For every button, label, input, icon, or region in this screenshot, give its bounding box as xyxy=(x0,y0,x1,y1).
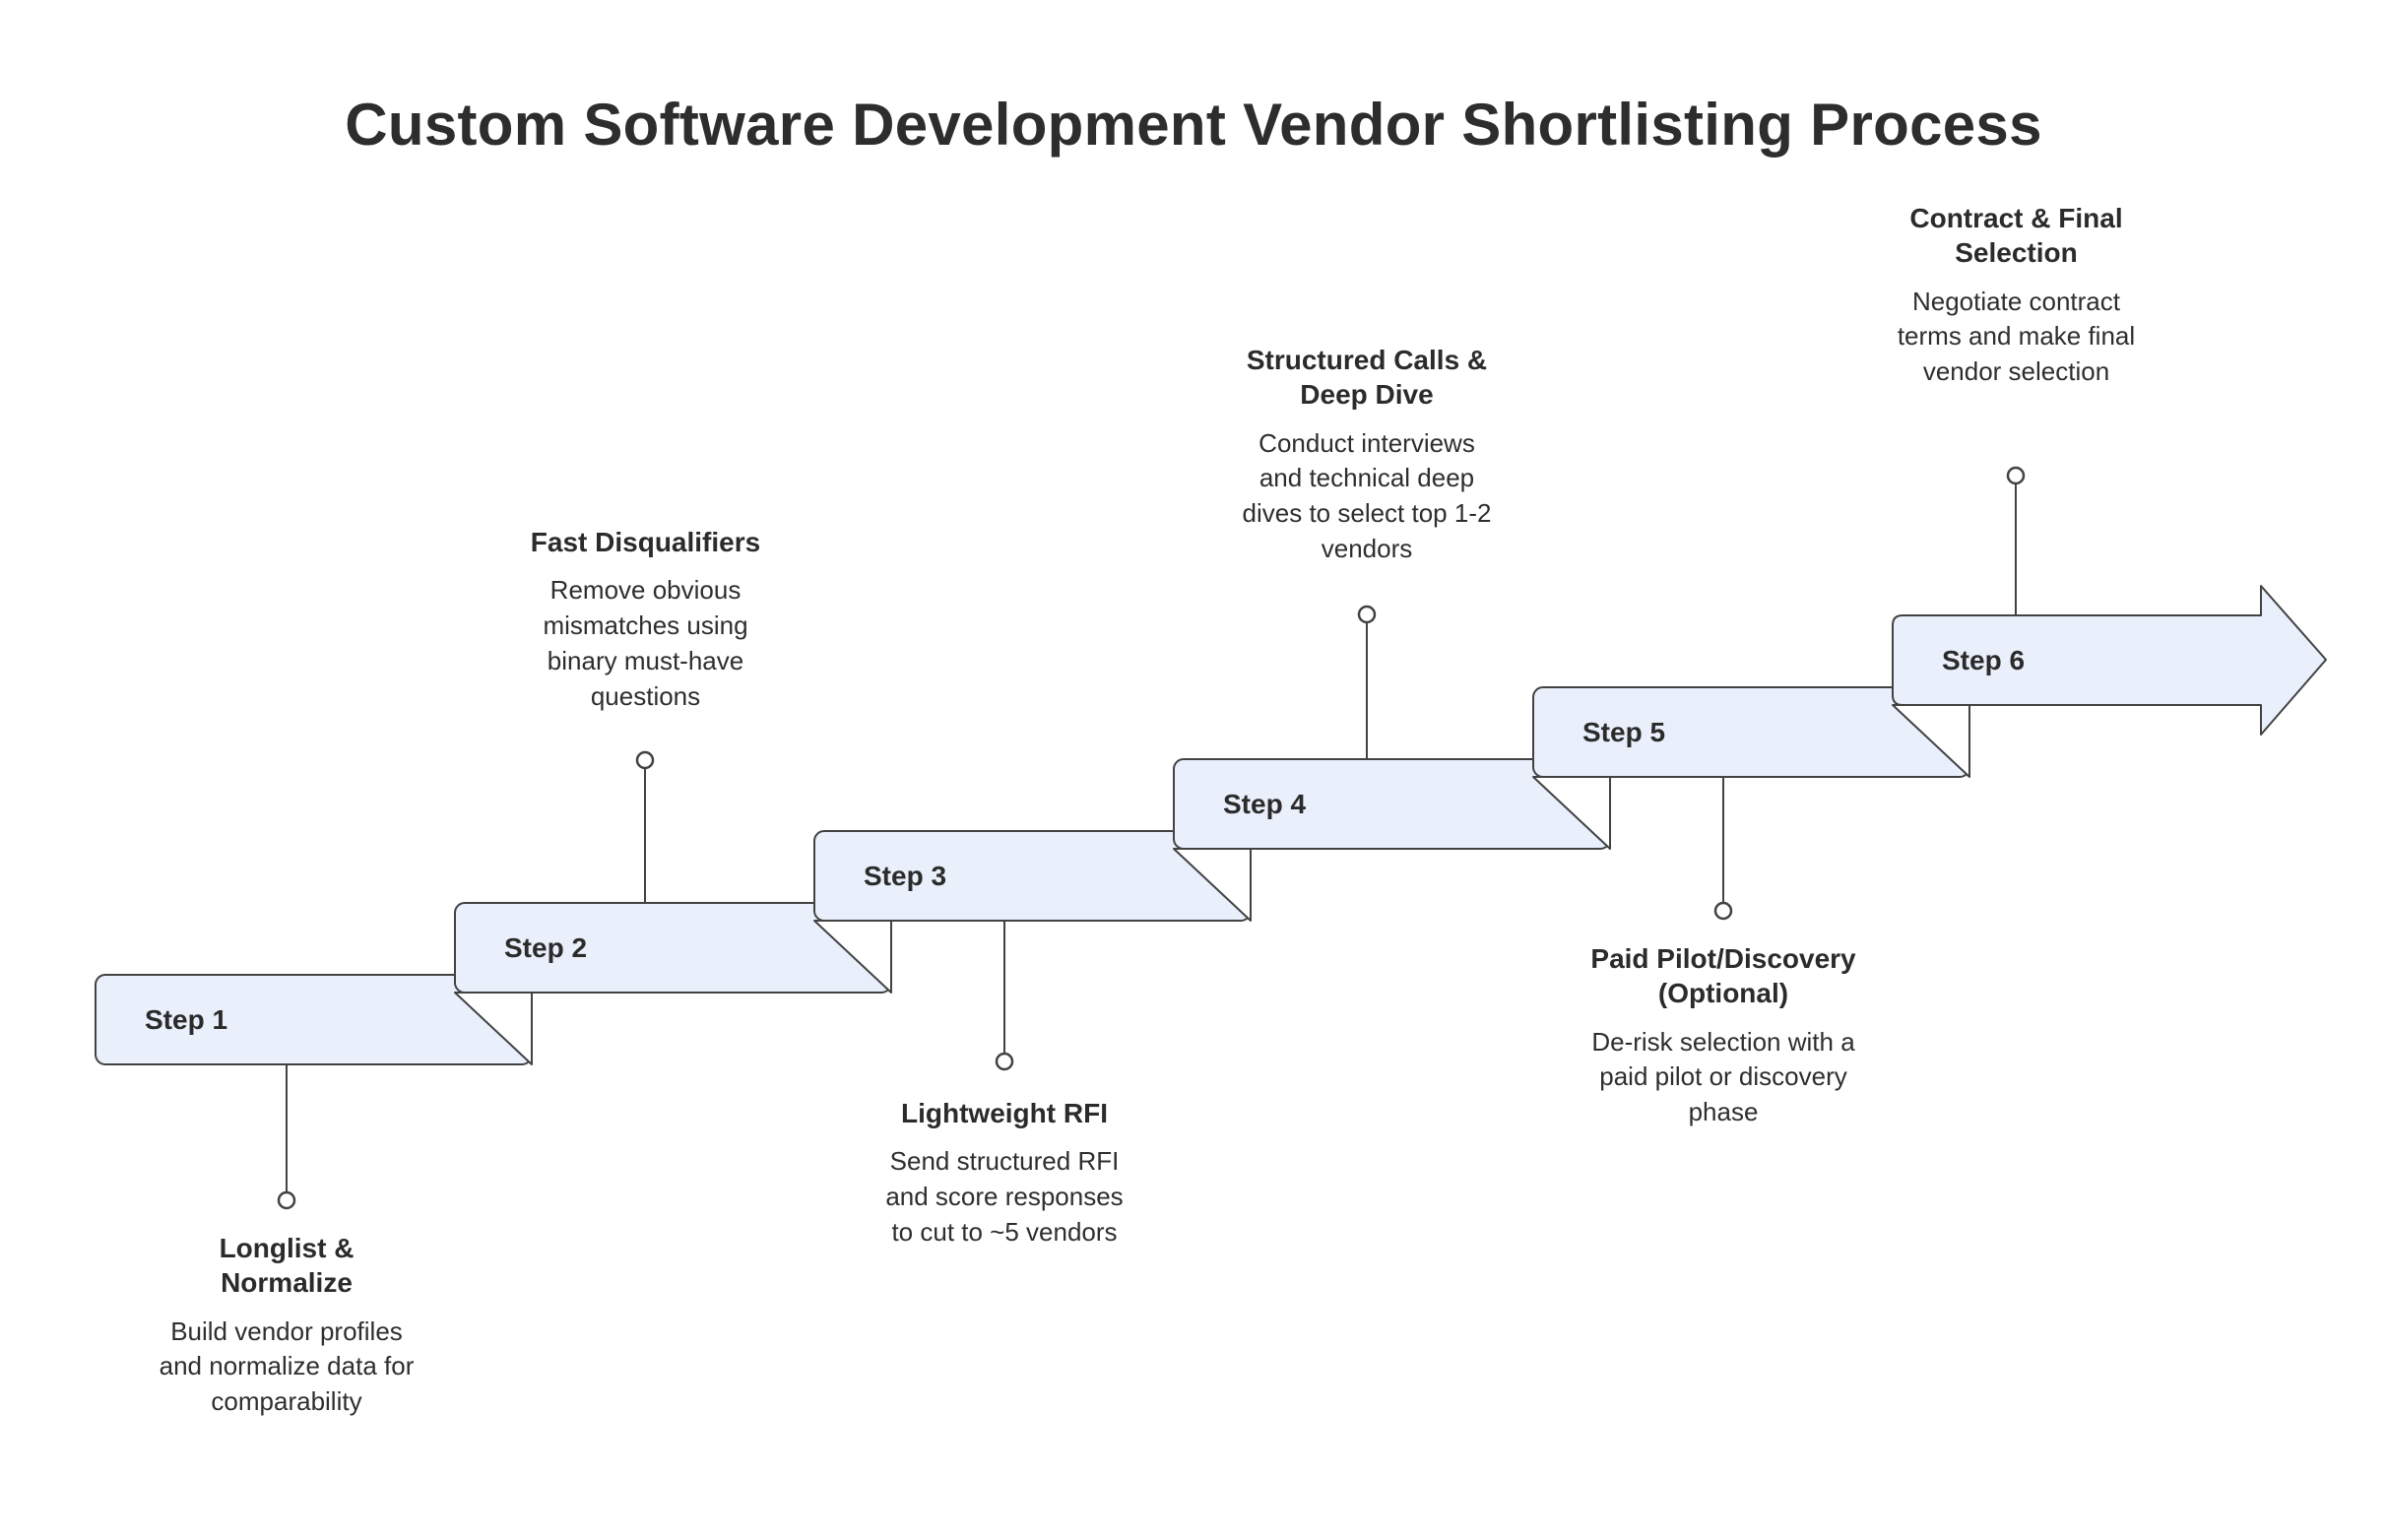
step-3-label: Step 3 xyxy=(814,831,1251,921)
step-6-label: Step 6 xyxy=(1893,615,2261,705)
step-2-annotation: Fast Disqualifiers Remove obvious mismat… xyxy=(515,525,776,715)
step-5-annotation-description: De-risk selection with a paid pilot or d… xyxy=(1591,1026,1855,1127)
step-2-label: Step 2 xyxy=(455,903,891,993)
step-6-annotation: Contract & Final Selection Negotiate con… xyxy=(1896,201,2137,390)
step-3-annotation-description: Send structured RFI and score responses … xyxy=(885,1146,1124,1248)
step-3-annotation-title: Lightweight RFI xyxy=(901,1098,1108,1128)
step-1-annotation-title: Longlist & Normalize xyxy=(219,1233,355,1299)
step-4-connector-dot xyxy=(1357,605,1377,624)
diagram-title: Custom Software Development Vendor Short… xyxy=(345,92,2042,158)
step-1-label-text: Step 1 xyxy=(145,1003,228,1035)
step-1-label: Step 1 xyxy=(96,975,532,1064)
step-2-connector-dot xyxy=(635,750,655,770)
step-4-annotation-description: Conduct interviews and technical deep di… xyxy=(1242,427,1492,564)
step-6-annotation-description: Negotiate contract terms and make final … xyxy=(1897,286,2136,387)
step-5-annotation: Paid Pilot/Discovery (Optional) De-risk … xyxy=(1581,941,1866,1130)
step-5-label-text: Step 5 xyxy=(1582,716,1666,747)
step-5-label: Step 5 xyxy=(1533,687,1969,777)
step-6-connector-dot xyxy=(2006,466,2026,485)
step-5-annotation-title: Paid Pilot/Discovery (Optional) xyxy=(1590,943,1856,1009)
step-6-annotation-title: Contract & Final Selection xyxy=(1909,203,2123,269)
step-1-annotation: Longlist & Normalize Build vendor profil… xyxy=(154,1231,419,1420)
step-2-annotation-description: Remove obvious mismatches using binary m… xyxy=(543,575,748,711)
step-3-label-text: Step 3 xyxy=(864,860,947,891)
step-3-connector-dot xyxy=(995,1052,1014,1071)
step-1-annotation-description: Build vendor profiles and normalize data… xyxy=(159,1315,415,1417)
step-4-label-text: Step 4 xyxy=(1223,788,1307,819)
step-6-label-text: Step 6 xyxy=(1942,644,2026,675)
step-4-label: Step 4 xyxy=(1174,759,1610,849)
step-2-annotation-title: Fast Disqualifiers xyxy=(530,527,761,557)
step-5-connector-dot xyxy=(1713,901,1733,921)
step-4-annotation-title: Structured Calls & Deep Dive xyxy=(1246,345,1488,411)
step-2-label-text: Step 2 xyxy=(504,931,588,963)
step-3-annotation: Lightweight RFI Send structured RFI and … xyxy=(871,1096,1137,1251)
step-4-annotation: Structured Calls & Deep Dive Conduct int… xyxy=(1239,343,1495,567)
step-1-connector-dot xyxy=(277,1190,296,1210)
step-6-arrow-shape xyxy=(1892,585,2327,736)
